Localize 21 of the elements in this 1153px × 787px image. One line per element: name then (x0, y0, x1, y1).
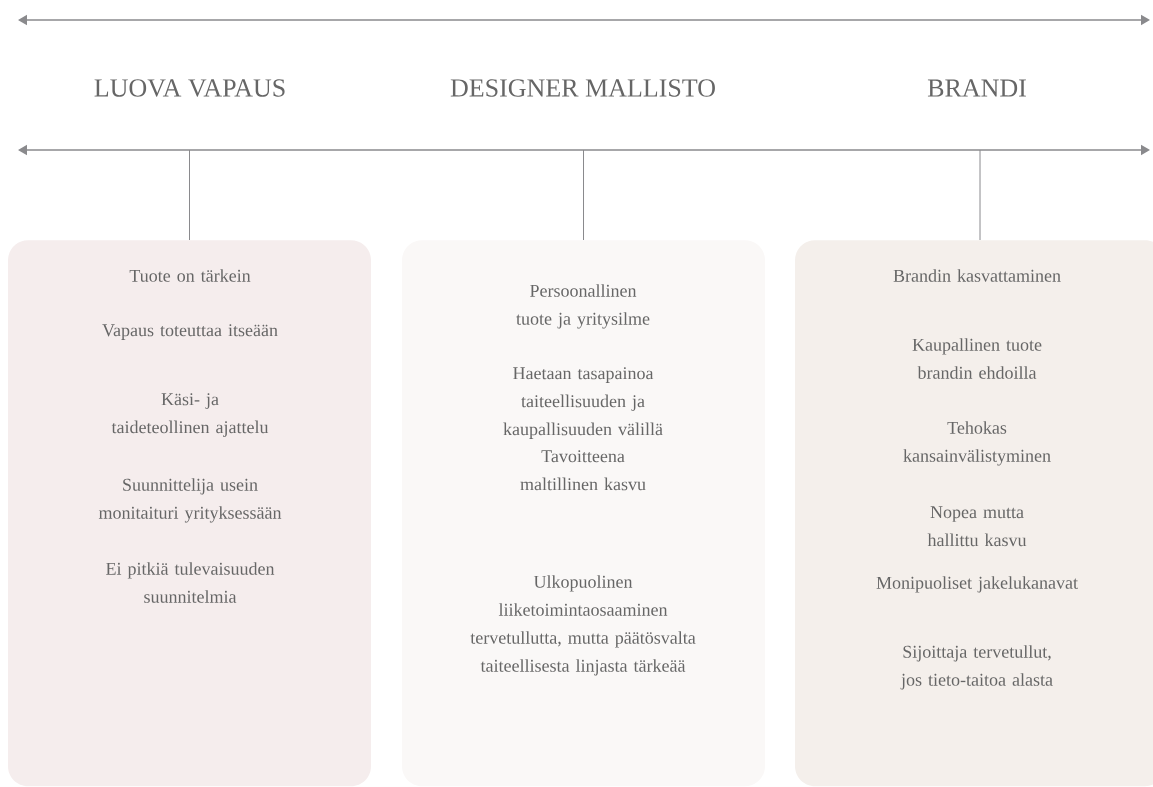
card-text: Käsi- ja taideteollinen ajattelu (111, 393, 269, 437)
card-text: Brandin kasvattaminen (893, 269, 1061, 282)
card-text: Tuote on tärkein (129, 269, 251, 282)
column-heading: DESIGNER MALLISTO (450, 79, 715, 97)
card-text: Nopea mutta hallittu kasvu (927, 506, 1027, 547)
card-text: Ulkopuolinen liiketoimintaosaaminen tervetullutta, mutta päätösvalta taiteellisesta linjasta tärkeää (470, 575, 696, 676)
card-text: Ei pitkiä tulevaisuuden suunnitelmia (106, 562, 275, 603)
card-text: Tavoitteena maltillinen kasvu (520, 450, 646, 491)
card-text: Persoonallinen tuote ja yritysilme (516, 284, 650, 329)
card-text: Sijoittaja tervetullut, jos tieto-taitoa alasta (900, 645, 1053, 690)
connector-line (979, 149, 981, 241)
card-text: Haetaan tasapainoa taiteellisuuden ja kaupallisuuden välillä (503, 367, 663, 439)
card-text: Tehokas kansainvälistyminen (903, 421, 1051, 466)
card-text: Suunnittelija usein monitaituri yrityksessään (98, 478, 282, 523)
connector-line (583, 149, 584, 241)
connector-line (189, 149, 190, 241)
card-text: Vapaus toteuttaa itseään (102, 324, 278, 340)
column-heading: BRANDI (927, 79, 1026, 97)
card-text: Kaupallinen tuote brandin ehdoilla (912, 338, 1042, 379)
column-heading: LUOVA VAPAUS (94, 79, 285, 97)
card-text: Monipuoliset jakelukanavat (876, 576, 1078, 593)
